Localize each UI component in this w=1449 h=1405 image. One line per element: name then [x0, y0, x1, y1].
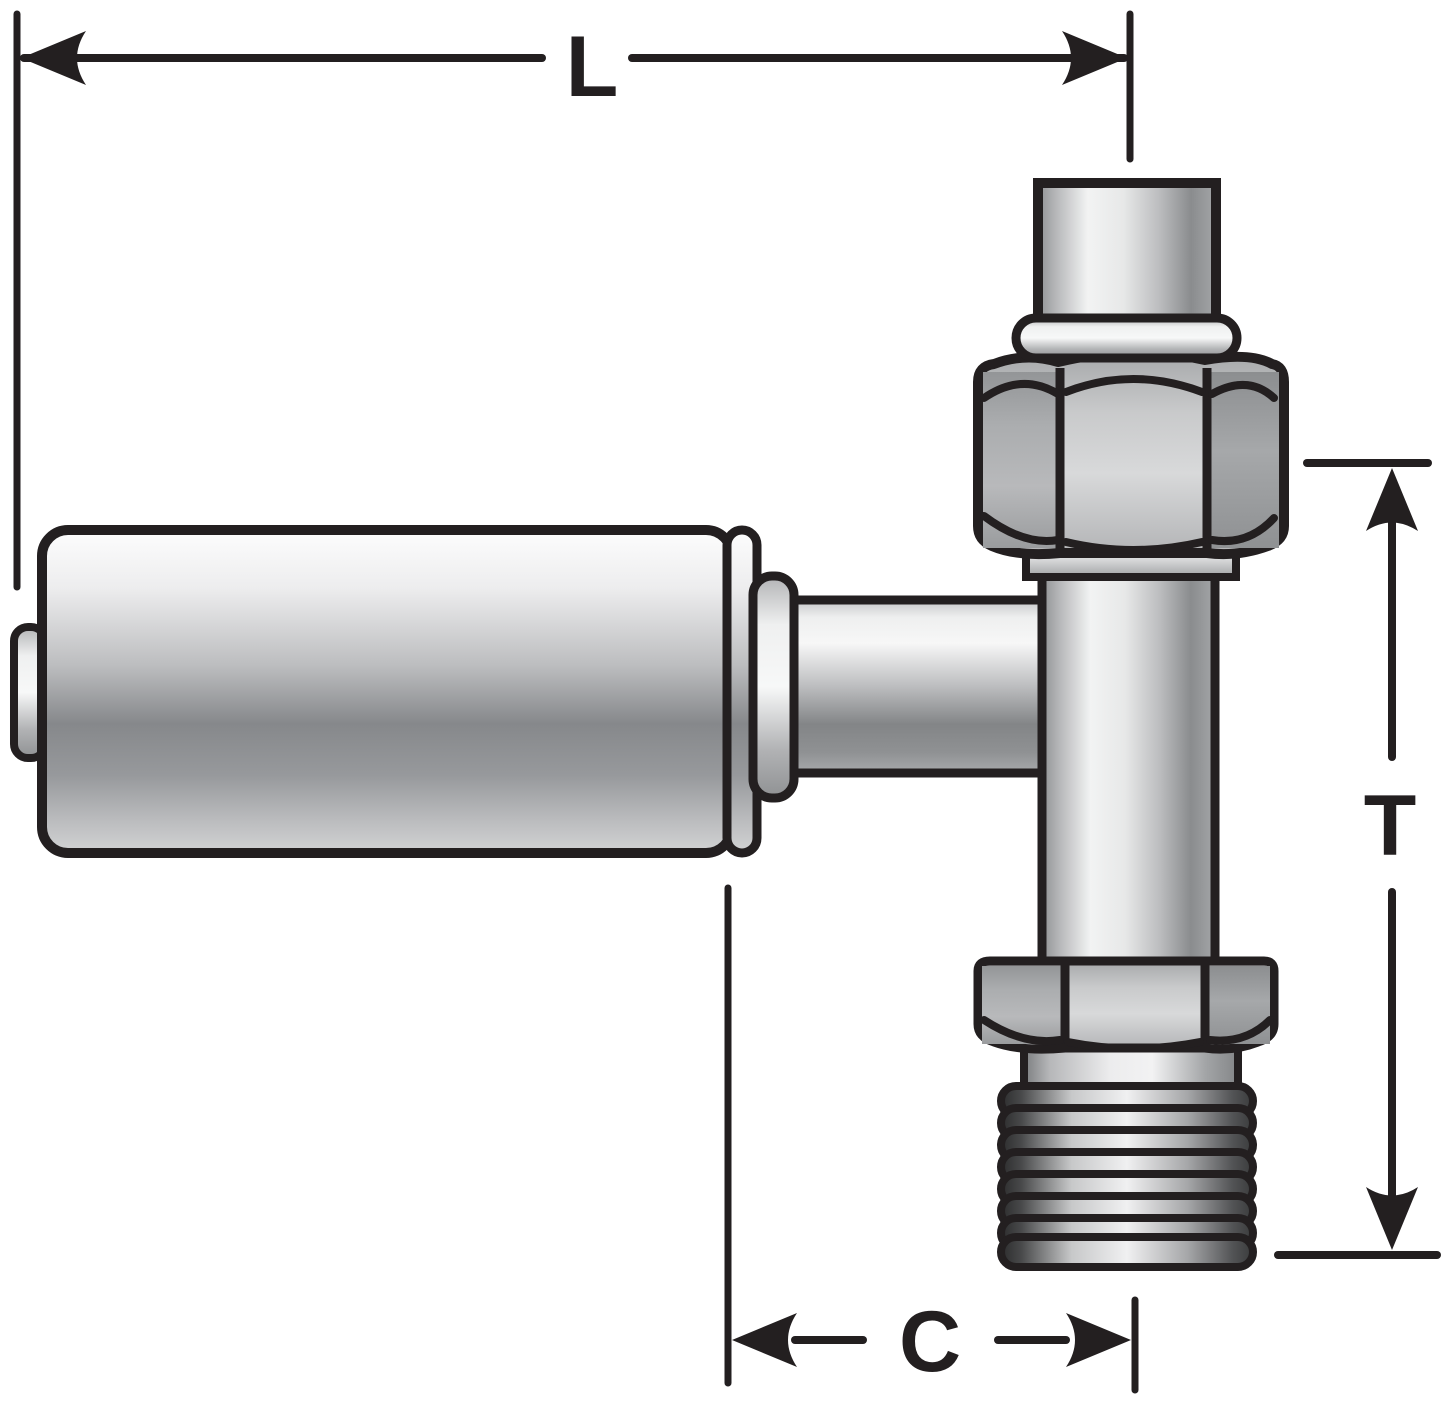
lower-hex-left-facet — [982, 966, 1065, 1044]
fitting-illustration — [10, 178, 1289, 1271]
L-label: L — [566, 19, 619, 115]
T-label: T — [1364, 778, 1417, 874]
upper-hex-left-facet — [983, 372, 1060, 548]
lower-hex-bottom-chamfer — [980, 1016, 1274, 1053]
arrowhead-right-icon — [1062, 31, 1127, 85]
male-pipe-threads — [997, 1082, 1257, 1271]
thread-ring — [997, 1233, 1257, 1271]
upper-hex-facet-edges — [1055, 368, 1212, 549]
arrowhead-left-icon — [732, 1313, 797, 1367]
arrowhead-down-icon — [1366, 1187, 1418, 1250]
dimension-L: L — [13, 10, 1134, 591]
arrowhead-right-icon — [1066, 1313, 1131, 1367]
shell-bead-collar — [748, 571, 799, 803]
upper-hex-bottom-chamfer — [980, 512, 1278, 554]
top-port-tube — [1033, 178, 1221, 335]
C-label: C — [899, 1294, 961, 1390]
upper-hex-right-facet — [1207, 372, 1279, 548]
arrowhead-left-icon — [21, 31, 86, 85]
lower-hex — [973, 956, 1279, 1054]
crimp-shell-body — [37, 525, 737, 858]
top-bead-collar — [1011, 313, 1242, 363]
horizontal-tube — [783, 595, 1055, 778]
dimension-T: T — [1274, 459, 1441, 1259]
upper-hex-top-chamfer — [980, 375, 1278, 402]
arrowhead-up-icon — [1366, 468, 1418, 531]
upper-hex-nut — [973, 347, 1289, 560]
dimension-C: C — [724, 884, 1139, 1394]
vertical-body-tube — [1037, 570, 1220, 974]
lower-hex-facet-edges — [1060, 963, 1210, 1045]
